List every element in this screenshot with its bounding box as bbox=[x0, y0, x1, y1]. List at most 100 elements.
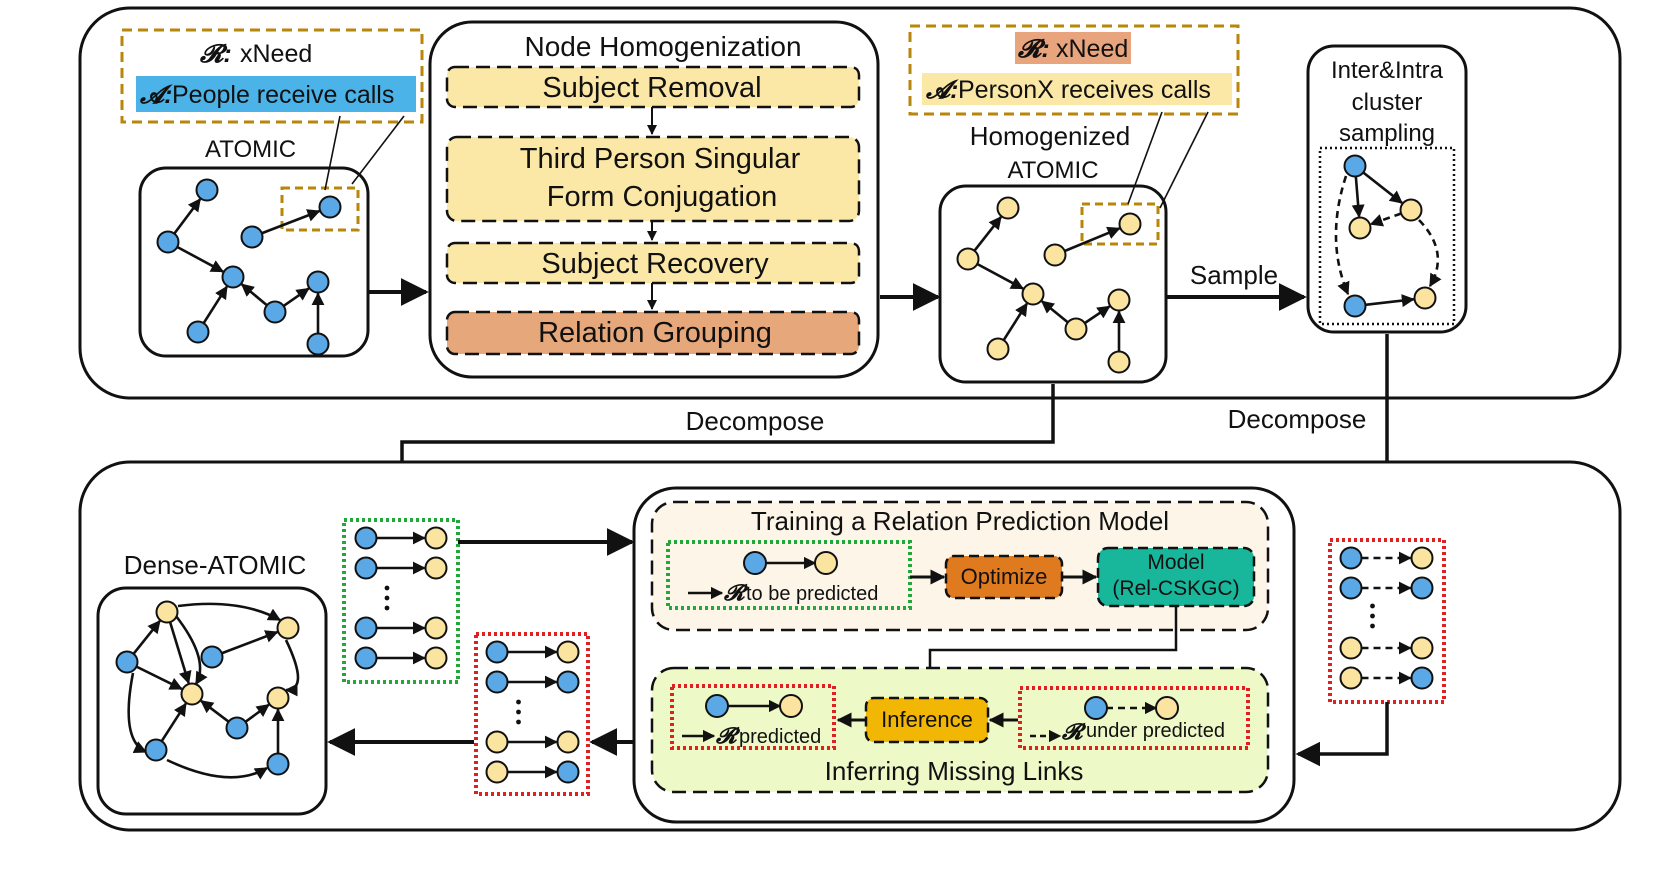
sampling-label-line3: sampling bbox=[1339, 120, 1435, 147]
node-homogenization-title: Node Homogenization bbox=[524, 31, 801, 62]
graph-node bbox=[485, 670, 509, 694]
graph-node bbox=[306, 332, 330, 356]
graph-node bbox=[306, 270, 330, 294]
optimize-label: Optimize bbox=[961, 564, 1048, 589]
sampling-box bbox=[1306, 44, 1468, 334]
callout-pointer-4 bbox=[1159, 111, 1209, 209]
graph-edge bbox=[261, 209, 321, 235]
graph-node bbox=[556, 670, 580, 694]
step-third-person-line2: Form Conjugation bbox=[547, 181, 778, 213]
step-relation-grouping bbox=[445, 310, 861, 356]
atomic-label: ATOMIC bbox=[205, 136, 296, 163]
right-callout-r-text: xNeed bbox=[1056, 35, 1128, 63]
step-third-person-line1: Third Person Singular bbox=[520, 143, 801, 175]
arrow-right-list-to-inferring bbox=[1295, 702, 1389, 767]
graph-node bbox=[195, 178, 219, 202]
graph-node bbox=[1343, 154, 1367, 178]
red-pair-list-left bbox=[474, 632, 590, 796]
graph-edge bbox=[973, 216, 1002, 252]
sampling-label-line2: cluster bbox=[1352, 89, 1423, 116]
homogenized-graph bbox=[956, 196, 1142, 374]
graph-edge bbox=[1418, 219, 1442, 288]
graph-node bbox=[1021, 282, 1045, 306]
graph-edge bbox=[976, 262, 1025, 290]
green-pairs bbox=[354, 526, 448, 670]
graph-edge bbox=[166, 758, 269, 780]
graph-node bbox=[1399, 198, 1423, 222]
graph-node bbox=[996, 196, 1020, 220]
atomic-highlight-dash bbox=[280, 186, 360, 232]
tbp-pair-tail bbox=[814, 551, 838, 575]
graph-node bbox=[986, 337, 1010, 361]
graph-node bbox=[556, 730, 580, 754]
ellipsis-dot bbox=[384, 605, 390, 611]
pred-pair-tail bbox=[779, 694, 803, 718]
graph-edge bbox=[1040, 300, 1069, 324]
graph-edge bbox=[127, 672, 148, 754]
inference-box bbox=[864, 696, 990, 744]
graph-node bbox=[156, 230, 180, 254]
callout-pointer-3 bbox=[1127, 111, 1163, 205]
graph-edge bbox=[168, 621, 192, 685]
graph-node bbox=[1339, 666, 1363, 690]
graph-node bbox=[263, 300, 287, 324]
graph-node bbox=[1343, 294, 1367, 318]
under-predicted-box bbox=[1018, 686, 1250, 750]
graph-node bbox=[424, 616, 448, 640]
left-callout-r-text: xNeed bbox=[240, 40, 312, 68]
homogenized-label-line2: ATOMIC bbox=[1007, 157, 1098, 184]
left-callout-a-text: People receive calls bbox=[172, 81, 394, 109]
graph-node bbox=[155, 600, 179, 624]
ellipsis-dot bbox=[1370, 623, 1375, 629]
tbp-legend-text: to be predicted bbox=[746, 583, 878, 605]
graph-node bbox=[1339, 636, 1363, 660]
decompose-left-label: Decompose bbox=[686, 406, 825, 436]
graph-node bbox=[424, 526, 448, 550]
left-callout-highlight bbox=[136, 76, 416, 112]
right-callout-a-text: PersonX receives calls bbox=[958, 76, 1211, 104]
graph-node bbox=[354, 556, 378, 580]
graph-node bbox=[556, 640, 580, 664]
graph-edge bbox=[174, 615, 208, 686]
predicted-box bbox=[670, 684, 836, 750]
graph-edge bbox=[177, 602, 282, 622]
graph-node bbox=[1107, 350, 1131, 374]
under-legend-text: under predicted bbox=[1086, 720, 1225, 742]
graph-node bbox=[424, 556, 448, 580]
graph-edge bbox=[132, 619, 161, 655]
step-subject-recovery-label: Subject Recovery bbox=[541, 248, 769, 280]
pred-legend-text: predicted bbox=[739, 726, 821, 748]
ellipsis-dot bbox=[516, 699, 521, 705]
graph-edge bbox=[282, 287, 310, 308]
ellipsis-dot bbox=[1370, 603, 1375, 609]
homogenized-label-line1: Homogenized bbox=[970, 121, 1130, 151]
sampling-graph bbox=[1334, 154, 1442, 318]
graph-node bbox=[221, 265, 245, 289]
right-callout-r-highlight bbox=[1015, 32, 1131, 64]
graph-node bbox=[266, 752, 290, 776]
graph-node bbox=[1107, 288, 1131, 312]
red-pairs-left bbox=[485, 640, 580, 784]
graph-edge bbox=[1083, 305, 1111, 325]
left-callout-r-symbol: 𝓡: bbox=[199, 40, 232, 68]
graph-node bbox=[266, 686, 290, 710]
callout-pointer-2 bbox=[351, 115, 405, 185]
graph-node bbox=[1410, 636, 1434, 660]
graph-node bbox=[225, 716, 249, 740]
graph-edge bbox=[1351, 176, 1365, 218]
graph-node bbox=[424, 646, 448, 670]
graph-node bbox=[354, 616, 378, 640]
tbp-pair-head bbox=[743, 551, 767, 575]
graph-node bbox=[1339, 576, 1363, 600]
right-callout-r-symbol: 𝓡: bbox=[1017, 35, 1050, 63]
graph-node bbox=[485, 730, 509, 754]
ellipsis-dot bbox=[1370, 613, 1375, 619]
right-callout-box bbox=[908, 24, 1240, 116]
homogenized-highlight-dash bbox=[1080, 202, 1160, 246]
training-title: Training a Relation Prediction Model bbox=[751, 506, 1169, 536]
graph-node bbox=[956, 247, 980, 271]
dense-atomic-graph bbox=[115, 600, 300, 780]
ellipsis-dot bbox=[516, 719, 521, 725]
graph-node bbox=[1043, 243, 1067, 267]
step-relation-grouping-label: Relation Grouping bbox=[538, 317, 772, 349]
